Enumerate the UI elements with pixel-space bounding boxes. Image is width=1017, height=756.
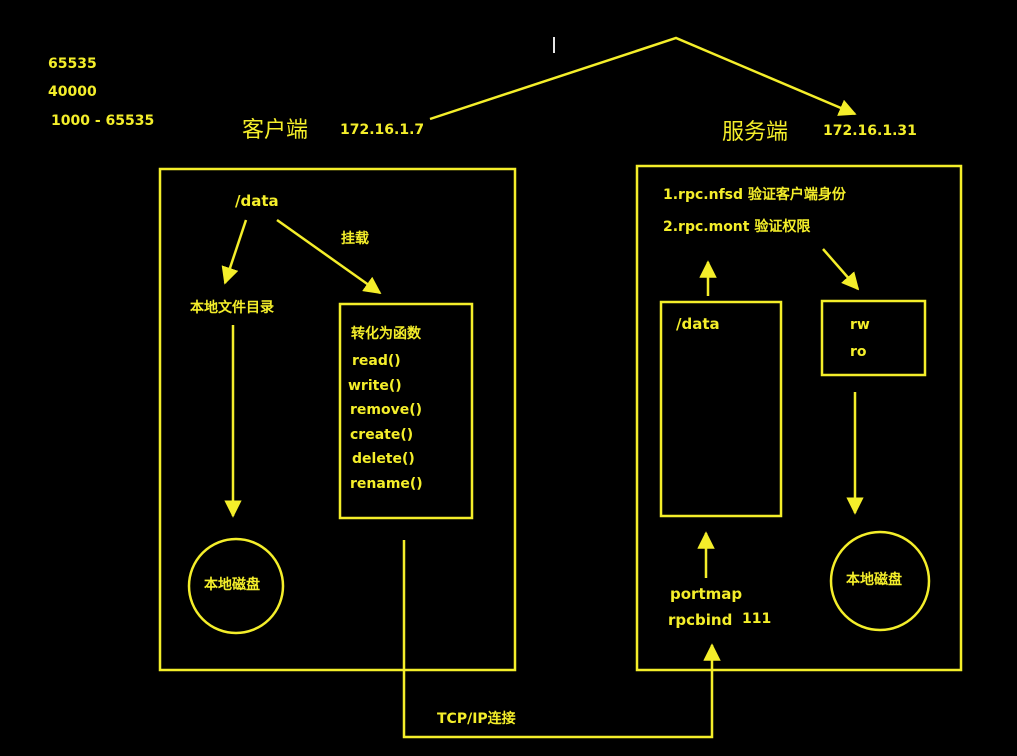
client-data-dir: /data <box>235 192 279 210</box>
perm-ro: ro <box>850 344 867 360</box>
verify-to-perm-arrow <box>822 248 860 291</box>
portmap-label: portmap <box>670 585 743 603</box>
client-title: 客户端 <box>242 118 309 143</box>
port-label-3: 1000 - 65535 <box>51 113 155 129</box>
function-item: delete() <box>352 451 415 468</box>
client-box <box>158 167 517 672</box>
ip-connection-arrow <box>429 36 857 121</box>
port-label-2: 40000 <box>48 84 97 100</box>
port-label-1: 65535 <box>48 56 97 72</box>
function-item: create() <box>350 426 414 443</box>
data-to-function-arrow <box>276 218 382 295</box>
function-item: rename() <box>350 475 423 492</box>
server-title: 服务端 <box>722 120 789 145</box>
function-box <box>338 302 474 520</box>
server-disk-label: 本地磁盘 <box>846 572 902 588</box>
client-disk-label: 本地磁盘 <box>204 577 260 593</box>
server-disk-circle <box>829 530 931 632</box>
rpcbind-port: 111 <box>742 611 772 627</box>
function-list: read() write() remove() create() delete(… <box>348 352 423 500</box>
tcpip-connection-path <box>402 540 721 739</box>
client-ip: 172.16.1.7 <box>340 122 425 138</box>
client-disk-circle <box>187 537 285 635</box>
function-item: write() <box>348 377 402 394</box>
function-item: remove() <box>350 402 423 419</box>
permission-box <box>820 299 927 377</box>
server-step1: 1.rpc.nfsd 验证客户端身份 <box>663 187 846 203</box>
server-step2: 2.rpc.mont 验证权限 <box>663 219 811 235</box>
data-to-local-arrow <box>221 219 248 285</box>
function-item: read() <box>352 353 401 369</box>
convert-title: 转化为函数 <box>351 326 421 342</box>
perm-rw: rw <box>850 317 870 333</box>
local-dir-label: 本地文件目录 <box>190 300 274 316</box>
server-ip: 172.16.1.31 <box>823 123 917 139</box>
server-data-dir: /data <box>676 315 720 333</box>
tcpip-label: TCP/IP连接 <box>437 711 516 727</box>
mount-label: 挂载 <box>341 231 369 247</box>
text-cursor <box>553 37 555 53</box>
server-box <box>635 164 963 672</box>
rpcbind-label: rpcbind <box>668 611 733 629</box>
server-data-box <box>659 300 783 518</box>
